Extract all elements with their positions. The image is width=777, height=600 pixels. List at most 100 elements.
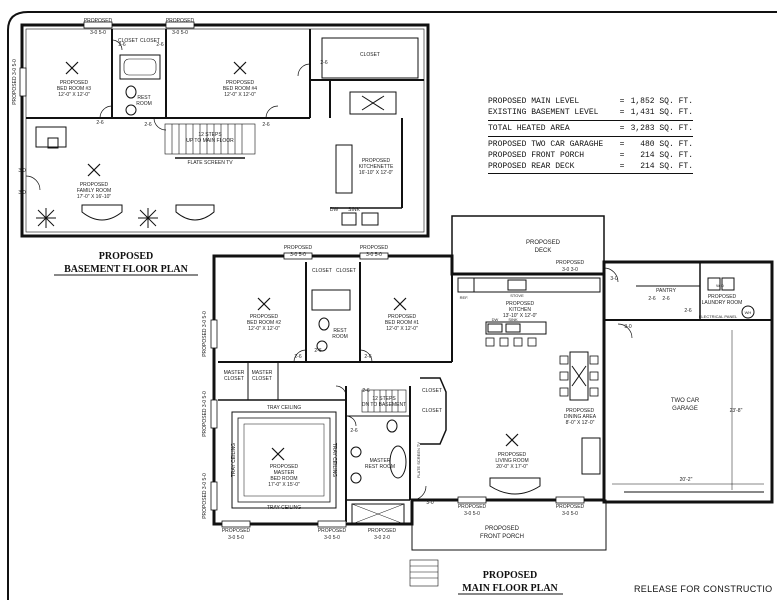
area-summary-table: PROPOSED MAIN LEVEL = 1,852 SQ. FT. EXIS…	[488, 96, 693, 174]
closet-label: CLOSET	[224, 376, 244, 382]
tv-label: FLATE SCREEN TV	[187, 160, 233, 166]
sofa	[175, 204, 215, 221]
door-label: 2-6	[320, 60, 327, 66]
divider	[488, 136, 693, 137]
basement-outer-wall	[20, 23, 430, 238]
shower-x	[351, 503, 405, 525]
window	[555, 496, 585, 504]
porch-steps	[409, 559, 439, 587]
window-label: 3-0 5-0	[562, 511, 578, 517]
window-label: 3-0 5-0	[366, 252, 382, 258]
toilet	[386, 419, 398, 433]
window	[457, 496, 487, 504]
dining-table	[349, 91, 397, 115]
closet-label: MASTER	[252, 370, 273, 376]
door-label: 2-6	[364, 354, 371, 360]
fixture-label: FLATE SCREEN TV	[416, 442, 421, 478]
room-label: PROPOSED	[250, 314, 279, 320]
kitchen-counter	[335, 144, 353, 194]
door-label: 2-6	[684, 308, 691, 314]
area-value: 1,431 SQ. FT.	[630, 108, 693, 117]
ceiling-fan-icon	[271, 447, 285, 461]
room-label: REST	[137, 95, 150, 101]
window-label: PROPOSED 3-0 5-0	[202, 311, 208, 357]
fixture-label: REF.	[460, 295, 469, 300]
door-label: 2-6	[96, 120, 103, 126]
fixture-label: SINK	[348, 207, 360, 213]
deck	[451, 215, 605, 275]
area-label: PROPOSED FRONT PORCH	[488, 151, 585, 160]
room-label: 16'-10" X 12'-0"	[359, 170, 394, 176]
window-label: 3-0 5-0	[228, 535, 244, 541]
area-label: PROPOSED MAIN LEVEL	[488, 97, 580, 106]
tray-label: TRAY CEILING	[331, 443, 337, 477]
table-decor-icon	[361, 95, 385, 111]
room-label: PROPOSED	[566, 408, 595, 414]
main-title: MAIN FLOOR PLAN	[462, 583, 558, 594]
room-label: BED ROOM	[270, 476, 297, 482]
room-label: PROPOSED	[388, 314, 417, 320]
sofa	[489, 477, 541, 495]
shower	[351, 503, 405, 525]
door-label: 3-0	[18, 190, 25, 196]
tray-label: TRAY CEILING	[231, 443, 237, 477]
sink	[350, 472, 362, 484]
dryer	[721, 277, 735, 291]
main-plan: PROPOSED 3-0 5-0 PROPOSED 3-0 5-0 PROPOS…	[202, 215, 774, 595]
door-label: 3-0	[624, 324, 631, 330]
room-label: DECK	[535, 248, 552, 254]
closet-label: CLOSET	[422, 408, 442, 414]
plant-icon	[36, 208, 56, 228]
area-label: TOTAL HEATED AREA	[488, 124, 570, 133]
door-label: 3-0	[18, 168, 25, 174]
closet-label: CLOSET	[140, 38, 160, 44]
area-label: EXISTING BASEMENT LEVEL	[488, 108, 599, 117]
room-label: FAMILY ROOM	[77, 188, 111, 194]
door-swings	[25, 39, 311, 191]
room-label: LIVING ROOM	[495, 458, 528, 464]
window-label: 3-0 5-0	[324, 535, 340, 541]
door-label: 3-0	[610, 276, 617, 282]
window	[19, 67, 27, 97]
ceiling-fan-icon	[505, 433, 519, 447]
bathtub	[389, 445, 407, 479]
area-value: 1,852 SQ. FT.	[630, 97, 693, 106]
room-label: BED ROOM #2	[247, 320, 281, 326]
equals-sign: =	[619, 151, 625, 160]
window-label: PROPOSED 3-0 5-0	[12, 59, 18, 105]
room-label: REST	[333, 328, 346, 334]
closet-label: CLOSET	[360, 52, 380, 58]
room-label: PROPOSED	[506, 301, 535, 307]
room-label: ROOM	[332, 334, 348, 340]
armchair	[581, 437, 601, 475]
window-label: PROPOSED	[556, 260, 585, 266]
room-label: TWO CAR	[671, 398, 700, 404]
equals-sign: =	[619, 124, 625, 133]
stove	[507, 279, 527, 291]
refrigerator	[457, 277, 475, 293]
dishwasher	[341, 212, 357, 226]
room-label: MASTER	[370, 458, 391, 464]
dining-chairs	[559, 355, 599, 397]
room-label: KITCHEN	[509, 307, 531, 313]
area-label: PROPOSED TWO CAR GARAGHE	[488, 140, 604, 149]
door-label: 3-0	[426, 500, 433, 506]
sink-fixture	[505, 323, 521, 333]
room-label: PROPOSED	[60, 80, 89, 86]
desk	[35, 126, 67, 148]
ceiling-fan-icon	[233, 61, 247, 75]
door-swings	[293, 267, 633, 501]
fixture-label: WH	[745, 310, 752, 315]
window	[165, 21, 195, 29]
door-label: 2-6	[662, 296, 669, 302]
fixture-label: W D	[716, 283, 724, 288]
window	[359, 252, 389, 260]
closet-label: CLOSET	[252, 376, 272, 382]
stairs-label: 12 STEPS	[198, 132, 222, 138]
fixture-label: ELECTRICAL PANEL	[699, 314, 738, 319]
main-title: PROPOSED	[483, 570, 537, 581]
window-label: PROPOSED	[458, 504, 487, 510]
closet-box	[321, 37, 419, 79]
closet-label: CLOSET	[118, 38, 138, 44]
